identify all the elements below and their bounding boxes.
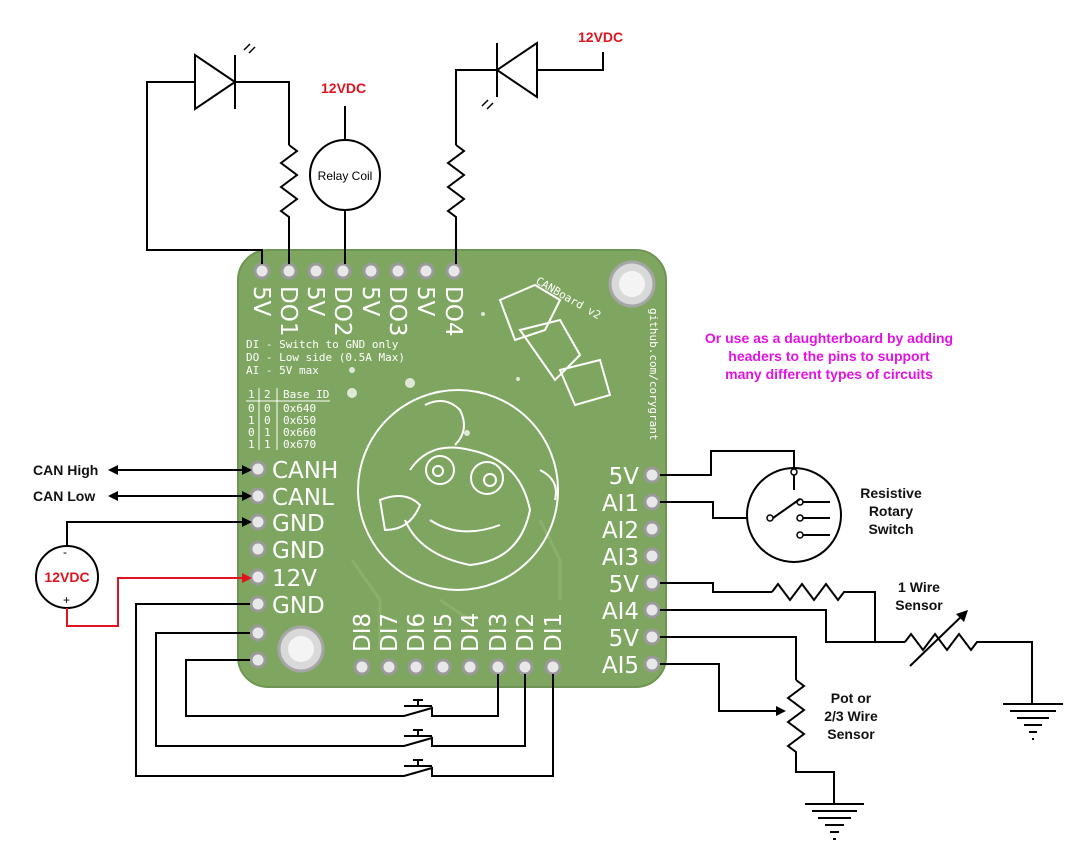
pin-label-ai1: AI1 (602, 491, 639, 517)
pin-label-di7: DI7 (377, 613, 403, 652)
base-id-table: 1 2 Base ID 0 0 0x640 1 0 0x650 0 1 0x66… (246, 388, 330, 451)
pin-label-right-5v-3: 5V (609, 626, 640, 652)
pin-label-gnd-1: GND (272, 511, 325, 537)
svg-text:Sensor: Sensor (827, 726, 875, 742)
svg-text:0: 0 (264, 402, 271, 415)
dog-face-art (378, 400, 557, 567)
right-pin-pads (643, 466, 661, 673)
pin-label-do1: DO1 (275, 286, 301, 336)
pin-label-right-5v-1: 5V (609, 464, 640, 490)
led-emission-arrows (243, 43, 256, 54)
ground-symbol-2 (805, 803, 864, 840)
pushbutton-wires (135, 603, 554, 777)
drc-logo (498, 283, 612, 407)
svg-text:Sensor: Sensor (895, 597, 943, 613)
svg-text:1: 1 (248, 414, 255, 427)
svg-text:Switch: Switch (868, 521, 913, 537)
pin-label-top-5v-4: 5V (412, 286, 438, 317)
pin-label-ai4: AI4 (602, 599, 639, 625)
can-high-label: CAN High (33, 462, 98, 478)
ground-symbol-1 (1003, 703, 1063, 740)
pin-label-top-5v-2: 5V (302, 286, 328, 317)
pushbutton-3 (394, 674, 554, 777)
svg-text:0: 0 (248, 402, 255, 415)
pin-label-canh: CANH (272, 458, 338, 484)
pushbutton-1 (394, 674, 499, 717)
can-low-label: CAN Low (33, 488, 95, 504)
daughterboard-note: Or use as a daughterboard by adding head… (705, 330, 953, 382)
supply-circuit: 12VDC - + (35, 517, 252, 627)
svg-text:Pot or: Pot or (831, 690, 872, 706)
pot-sensor-circuit: Pot or 2/3 Wire Sensor (660, 636, 878, 840)
left-pin-labels: CANH CANL GND GND 12V GND (272, 458, 338, 619)
pin-label-gnd-2: GND (272, 538, 325, 564)
note-do: DO - Low side (0.5A Max) (246, 351, 405, 364)
supply-plus: + (63, 593, 70, 607)
relay-12vdc-label: 12VDC (321, 80, 366, 96)
pin-label-do3: DO3 (384, 286, 410, 336)
pin-label-top-5v-3: 5V (357, 286, 383, 317)
right-pin-labels: 5V AI1 AI2 AI3 5V AI4 5V AI5 (602, 464, 639, 679)
can-wires: CAN High CAN Low (33, 462, 252, 504)
supply-minus: - (63, 545, 67, 559)
pin-label-gnd-3: GND (272, 593, 325, 619)
relay-coil-label: Relay Coil (318, 169, 373, 183)
pin-label-ai5: AI5 (602, 653, 639, 679)
top-left-led-circuit (146, 43, 299, 264)
pin-label-di8: DI8 (350, 613, 376, 652)
svg-text:0: 0 (264, 414, 271, 427)
svg-text:many different types of circui: many different types of circuits (725, 366, 933, 382)
pin-label-do4: DO4 (440, 286, 466, 336)
board-url: github.com/corygrant (647, 308, 660, 440)
svg-text:1: 1 (248, 438, 255, 451)
relay-circuit: 12VDC Relay Coil (309, 80, 381, 264)
pin-label-di4: DI4 (458, 613, 484, 652)
pin-label-12v: 12V (272, 566, 317, 592)
bottom-pin-pads (353, 658, 562, 676)
led-12vdc-label: 12VDC (578, 29, 623, 45)
note-ai: AI - 5V max (246, 364, 319, 377)
pin-label-do2: DO2 (329, 286, 355, 336)
rotary-switch-circuit: Resistive Rotary Switch (660, 450, 922, 563)
pin-label-di5: DI5 (431, 613, 457, 652)
pin-label-canl: CANL (272, 485, 334, 511)
note-di: DI - Switch to GND only (246, 338, 399, 351)
pin-label-right-5v-2: 5V (609, 572, 640, 598)
svg-text:1 Wire: 1 Wire (898, 579, 940, 595)
svg-text:Rotary: Rotary (869, 503, 914, 519)
top-pin-labels: 5V DO1 5V DO2 5V DO3 5V DO4 (248, 286, 466, 336)
svg-text:Resistive: Resistive (860, 485, 922, 501)
svg-text:0x640: 0x640 (283, 402, 316, 415)
rotary-switch (746, 467, 842, 563)
svg-text:2/3 Wire: 2/3 Wire (824, 708, 878, 724)
svg-text:2: 2 (264, 388, 271, 401)
svg-text:Or use as a daughterboard by a: Or use as a daughterboard by adding (705, 330, 953, 346)
pin-label-ai2: AI2 (602, 518, 639, 544)
svg-text:1: 1 (248, 388, 255, 401)
svg-text:1: 1 (264, 438, 271, 451)
bottom-pin-labels: DI8 DI7 DI6 DI5 DI4 DI3 DI2 DI1 (350, 613, 567, 652)
pin-label-di3: DI3 (486, 613, 512, 652)
svg-text:headers to the pins to support: headers to the pins to support (728, 348, 930, 364)
canboard-pcb: CANBoard v2 github.com/corygrant DI - Sw… (237, 249, 667, 688)
svg-text:0: 0 (248, 426, 255, 439)
pin-label-di1: DI1 (541, 613, 567, 652)
svg-text:0x650: 0x650 (283, 414, 316, 427)
pin-label-di6: DI6 (404, 613, 430, 652)
pin-label-ai3: AI3 (602, 545, 639, 571)
svg-text:0x660: 0x660 (283, 426, 316, 439)
pin-label-di2: DI2 (513, 613, 539, 652)
svg-text:1: 1 (264, 426, 271, 439)
left-pin-pads (249, 460, 267, 669)
pushbutton-2 (394, 674, 526, 747)
top-right-led-circuit: 12VDC (446, 29, 623, 264)
pin-label-top-5v-1: 5V (248, 286, 274, 317)
one-wire-sensor-circuit: 1 Wire Sensor (660, 579, 1063, 740)
svg-text:Base ID: Base ID (283, 388, 329, 401)
supply-label: 12VDC (44, 569, 89, 585)
svg-text:0x670: 0x670 (283, 438, 316, 451)
dog-logo (357, 389, 559, 591)
